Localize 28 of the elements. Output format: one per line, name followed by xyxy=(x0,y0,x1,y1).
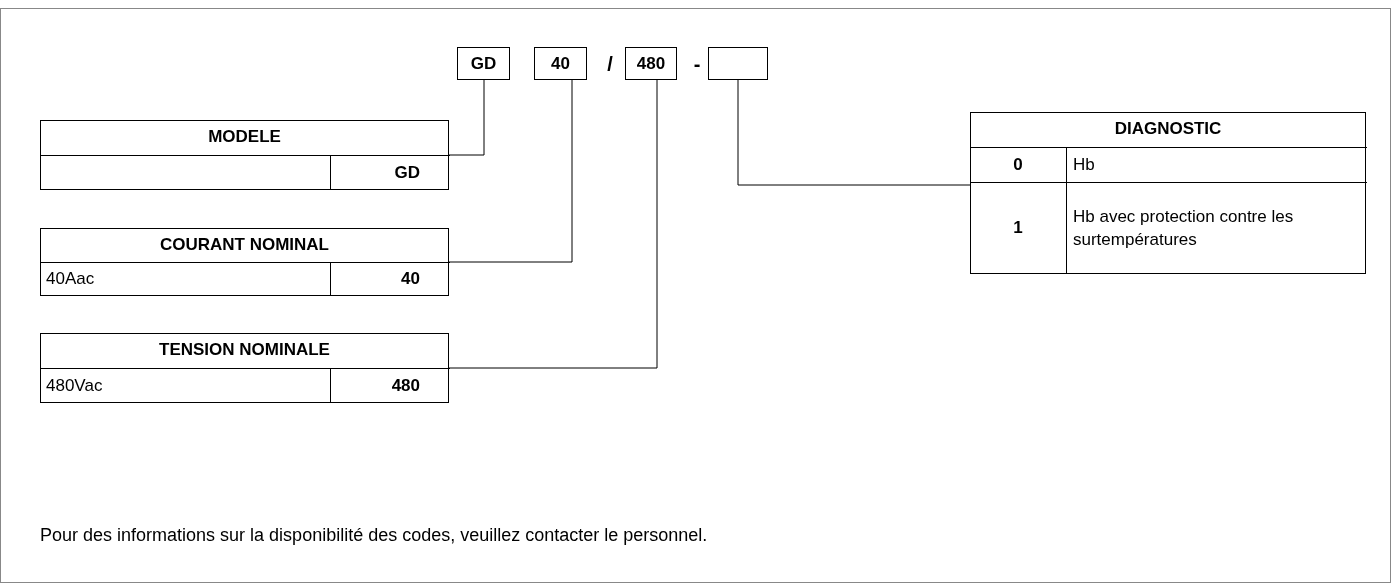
table-cell: 40 xyxy=(330,262,450,296)
leader-line xyxy=(737,79,971,186)
leader-line xyxy=(448,79,485,156)
leader-line xyxy=(448,79,658,369)
table-header: MODELE xyxy=(207,126,282,149)
code-table xyxy=(970,112,1366,274)
table-header: TENSION NOMINALE xyxy=(158,339,331,362)
table-cell: 0 xyxy=(970,147,1066,182)
code-box: GD xyxy=(457,47,510,80)
table-cell: GD xyxy=(330,155,450,190)
code-table xyxy=(40,333,449,403)
table-cell: Hb avec protection contre les surtempératures xyxy=(1066,182,1367,274)
separator-sign: - xyxy=(692,51,702,77)
code-box: 480 xyxy=(625,47,677,80)
leader-line xyxy=(448,79,573,263)
table-cell: 480 xyxy=(330,368,450,403)
separator-sign: / xyxy=(606,51,614,77)
note-text: Pour des informations sur la disponibilité des codes, veuillez contacter le personnel. xyxy=(40,523,708,547)
table-cell: Hb xyxy=(1066,147,1367,182)
code-box xyxy=(708,47,768,80)
code-table xyxy=(40,228,449,296)
table-header: DIAGNOSTIC xyxy=(1113,118,1223,141)
table-cell: 480Vac xyxy=(40,368,330,403)
code-box: 40 xyxy=(534,47,587,80)
table-cell: 1 xyxy=(970,182,1066,274)
table-header: COURANT NOMINAL xyxy=(158,233,330,256)
table-cell: 40Aac xyxy=(40,262,330,296)
code-table xyxy=(40,120,449,190)
